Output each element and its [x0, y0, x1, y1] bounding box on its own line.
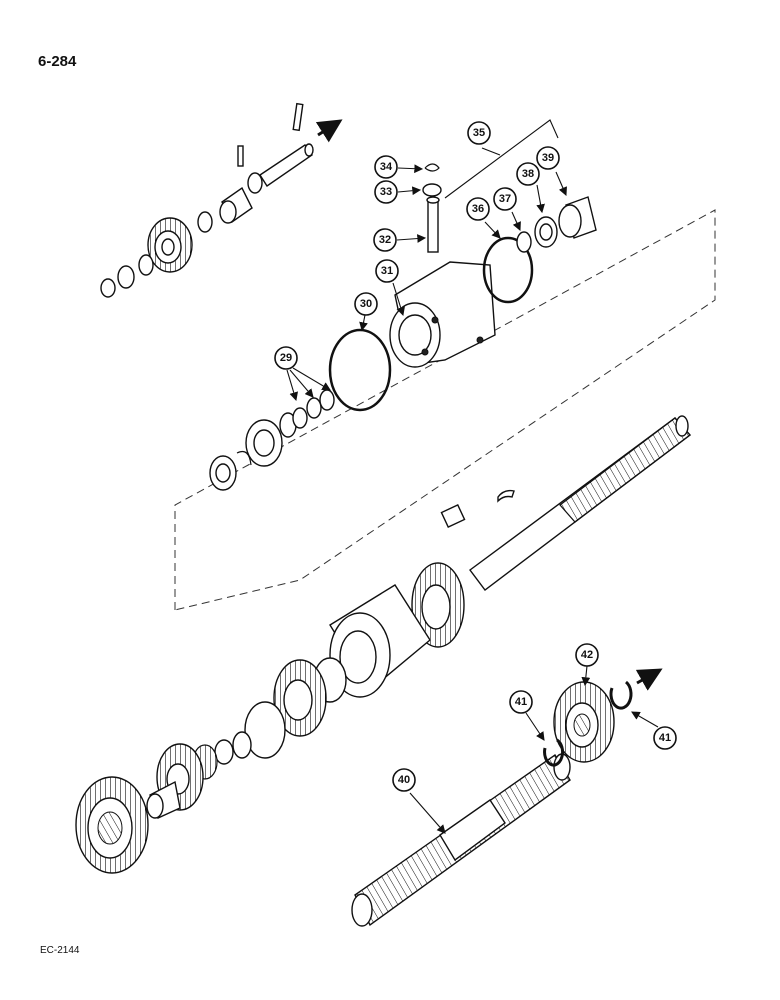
svg-text:30: 30: [360, 298, 372, 310]
pin: [292, 102, 304, 132]
page-number: 6-284: [38, 53, 77, 70]
callout-34: 34: [374, 155, 398, 179]
callout-37: 37: [493, 187, 517, 211]
bolt: [440, 504, 466, 528]
splined-shaft-40: [351, 753, 571, 927]
callout-41-right: 41: [653, 726, 677, 750]
callout-41-left: 41: [509, 690, 533, 714]
callout-40: 40: [392, 768, 416, 792]
svg-text:32: 32: [379, 234, 391, 246]
svg-text:31: 31: [381, 265, 393, 277]
group-bracket: [444, 119, 559, 199]
figure-code: EC-2144: [40, 945, 80, 956]
upper-shift-assembly: [100, 102, 343, 298]
svg-text:29: 29: [280, 352, 292, 364]
callout-31: 31: [375, 259, 399, 283]
bearing-housing: [389, 261, 496, 368]
svg-text:33: 33: [380, 186, 392, 198]
callout-38: 38: [516, 162, 540, 186]
synchronizer-assembly: [75, 562, 465, 874]
key: [497, 489, 515, 503]
gear-42: [553, 681, 615, 763]
svg-text:40: 40: [398, 774, 410, 786]
direction-arrow: [315, 119, 343, 143]
svg-text:39: 39: [542, 152, 554, 164]
callout-35: 35: [467, 121, 491, 145]
svg-text:35: 35: [473, 127, 485, 139]
leader-lines: [286, 147, 659, 834]
svg-text:41: 41: [515, 696, 527, 708]
bearing-38: [534, 216, 558, 248]
callout-39: 39: [536, 146, 560, 170]
callout-30: 30: [354, 292, 378, 316]
pin: [237, 145, 244, 167]
o-ring-30: [328, 328, 392, 412]
direction-arrow: [635, 668, 663, 691]
svg-text:38: 38: [522, 168, 534, 180]
main-shaft: [440, 415, 692, 591]
small-gear: [147, 217, 193, 273]
washer-37: [516, 231, 532, 253]
svg-text:34: 34: [380, 161, 393, 173]
svg-text:37: 37: [499, 193, 511, 205]
callout-33: 33: [374, 180, 398, 204]
snap-ring-41-left: [543, 738, 565, 767]
svg-text:41: 41: [659, 732, 671, 744]
callout-29: 29: [274, 346, 298, 370]
svg-text:36: 36: [472, 203, 484, 215]
svg-text:42: 42: [581, 649, 593, 661]
o-ring-36: [482, 236, 534, 304]
callout-36: 36: [466, 197, 490, 221]
snap-ring-41-right: [609, 680, 633, 710]
callout-42: 42: [575, 643, 599, 667]
shift-rod: [259, 144, 313, 187]
detent-parts: [422, 163, 442, 253]
bearing-stack: [209, 389, 335, 491]
dashed-boundary: [174, 209, 716, 611]
callout-32: 32: [373, 228, 397, 252]
bearing-39: [558, 196, 597, 239]
